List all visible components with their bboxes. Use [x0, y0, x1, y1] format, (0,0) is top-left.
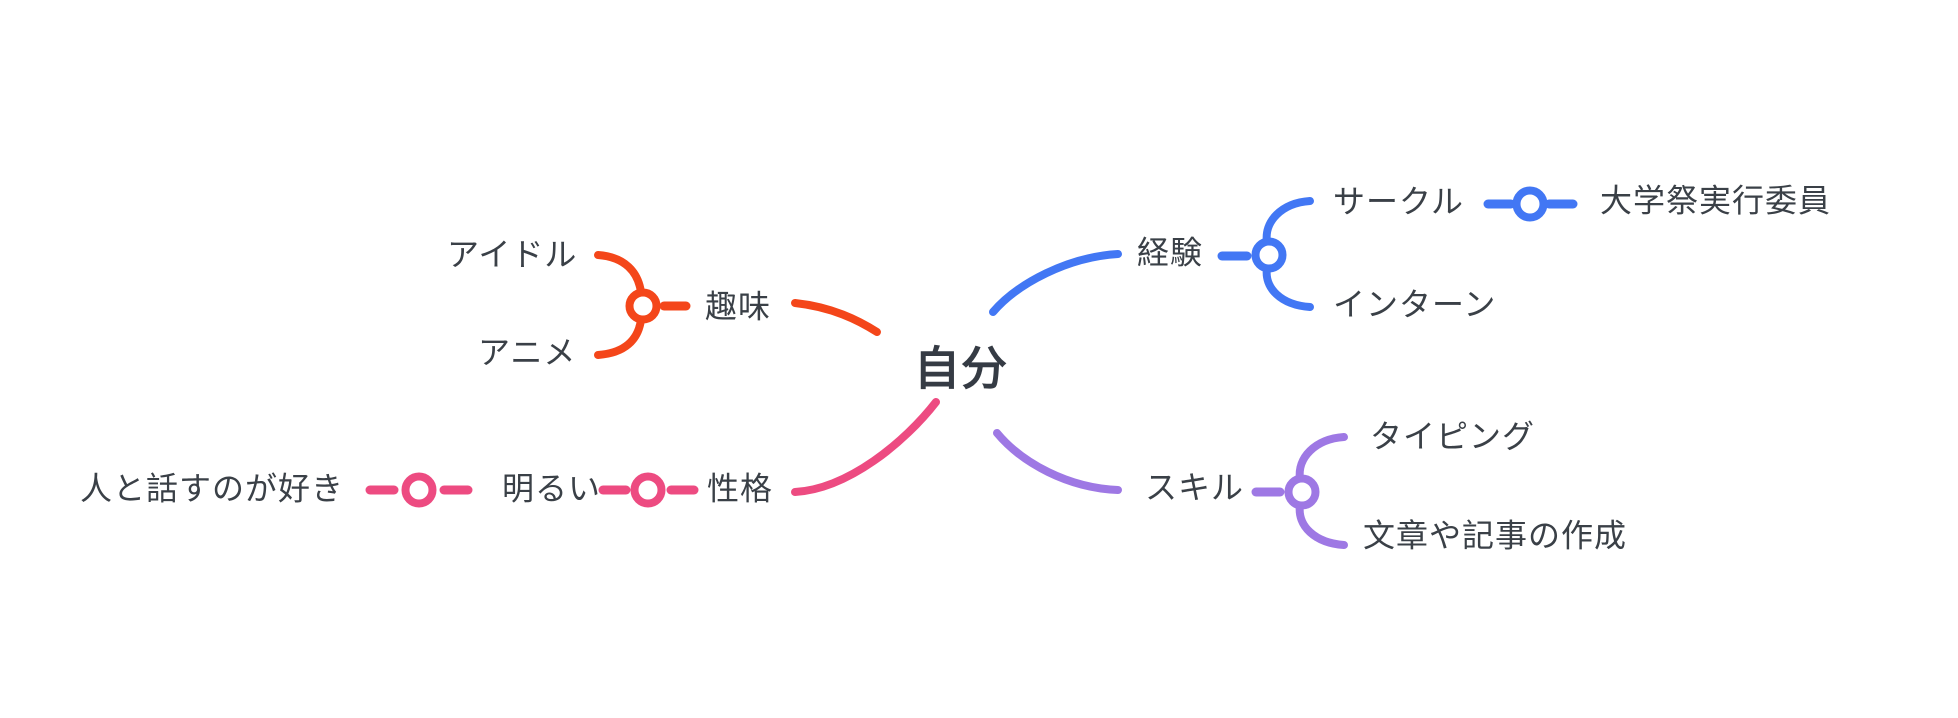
branch-skill: [993, 429, 1348, 549]
experience-child-curve-circle: [1262, 197, 1314, 246]
experience-child-curve-intern: [1262, 264, 1314, 311]
node-label-experience[interactable]: 経験: [1137, 234, 1204, 271]
node-label-idol[interactable]: アイドル: [447, 236, 578, 273]
experience-root-curve: [989, 250, 1122, 316]
node-label-anime[interactable]: アニメ: [478, 334, 577, 371]
node-label-hobby[interactable]: 趣味: [705, 288, 772, 325]
skill-child-curve-writing: [1295, 501, 1348, 549]
hobby-root-curve: [791, 299, 881, 336]
hobby-child-curve-anime: [594, 316, 645, 359]
node-label-typing[interactable]: タイピング: [1370, 418, 1536, 455]
node-label-likes-talking[interactable]: 人と話すのが好き: [80, 470, 345, 507]
node-label-cheerful[interactable]: 明るい: [502, 470, 602, 507]
skill-root-curve: [993, 429, 1122, 494]
skill-child-curve-typing: [1295, 433, 1348, 483]
node-label-festival-committee[interactable]: 大学祭実行委員: [1600, 182, 1832, 219]
personality-junction-node[interactable]: [630, 472, 666, 508]
skill-junction-node[interactable]: [1284, 474, 1320, 510]
hobby-child-curve-idol: [594, 251, 645, 296]
node-label-skill[interactable]: スキル: [1145, 469, 1245, 506]
node-label-writing[interactable]: 文章や記事の作成: [1363, 517, 1628, 554]
circle-junction-node[interactable]: [1512, 186, 1548, 222]
node-label-personality[interactable]: 性格: [707, 470, 774, 507]
branch-hobby: [594, 251, 881, 359]
root-node-label[interactable]: 自分: [914, 342, 1008, 395]
cheerful-junction-node[interactable]: [401, 472, 437, 508]
node-label-intern[interactable]: インターン: [1333, 286, 1497, 323]
branch-personality: [365, 398, 940, 508]
node-label-circle[interactable]: サークル: [1333, 183, 1465, 220]
hobby-junction-node[interactable]: [625, 288, 661, 324]
personality-root-curve: [791, 398, 940, 496]
experience-junction-node[interactable]: [1251, 237, 1287, 273]
branch-experience: [989, 186, 1578, 316]
